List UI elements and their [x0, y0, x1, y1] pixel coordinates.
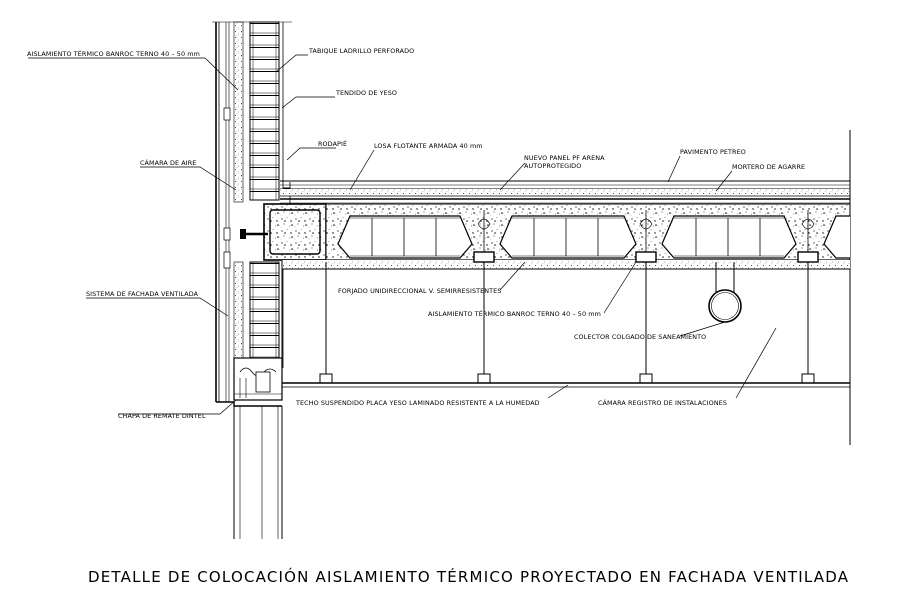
label-suspended-ceiling: TECHO SUSPENDIDO PLACA YESO LAMINADO RES…: [295, 399, 540, 407]
label-new-panel-2: AUTOPROTEGIDO: [524, 162, 581, 170]
slab-edge-beam: [240, 182, 327, 261]
suspended-ceiling: [281, 262, 850, 388]
hollow-block: [661, 215, 797, 259]
floor-layers: [280, 130, 851, 445]
label-plaster: TENDIDO DE YESO: [335, 89, 397, 97]
one-way-slab: [281, 203, 851, 270]
label-new-panel-1: NUEVO PANEL PF ARENA: [524, 154, 605, 162]
label-floating-slab: LOSA FLOTANTE ARMADA 40 mm: [374, 142, 483, 150]
label-insulation-mid: AISLAMIENTO TÉRMICO BANROC TERNO 40 – 50…: [428, 309, 601, 318]
label-services-chamber: CÁMARA REGISTRO DE INSTALACIONES: [598, 398, 727, 407]
drawing-caption: DETALLE DE COLOCACIÓN AISLAMIENTO TÉRMIC…: [88, 567, 849, 586]
label-skirting: RODAPIÉ: [318, 139, 347, 148]
leader-lines: [28, 54, 777, 415]
hollow-block: [823, 215, 850, 259]
label-mortar: MORTERO DE AGARRE: [732, 163, 805, 171]
facade-section: [212, 21, 292, 539]
label-perforated-brick: TABIQUE LADRILLO PERFORADO: [308, 47, 414, 55]
label-drain-collector: COLECTOR COLGADO DE SANEAMIENTO: [574, 333, 706, 341]
label-stone-flooring: PAVIMENTO PETREO: [680, 148, 746, 156]
label-lintel-flashing: CHAPA DE REMATE DINTEL: [118, 412, 206, 420]
drain-pipe: [708, 262, 742, 323]
hollow-block: [337, 215, 473, 259]
hollow-block: [499, 215, 637, 259]
label-insulation-top: AISLAMIENTO TÉRMICO BANROC TERNO 40 – 50…: [27, 49, 200, 58]
annotation-labels: AISLAMIENTO TÉRMICO BANROC TERNO 40 – 50…: [27, 47, 805, 420]
label-one-way-slab: FORJADO UNIDIRECCIONAL V. SEMIRRESISTENT…: [338, 287, 501, 295]
label-ventilated-facade: SISTEMA DE FACHADA VENTILADA: [86, 290, 199, 298]
label-air-gap: CÁMARA DE AIRE: [140, 158, 196, 167]
